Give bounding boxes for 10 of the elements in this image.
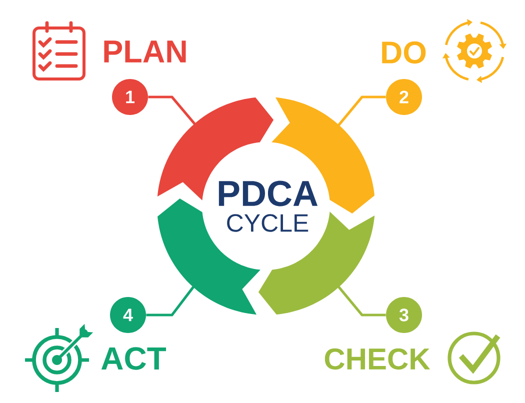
step-label: PLAN: [104, 40, 186, 62]
leader-line: [148, 96, 198, 127]
step-label: CHECK: [324, 348, 430, 370]
leader-line: [146, 284, 196, 316]
leader-line: [336, 96, 386, 128]
leader-line: [336, 284, 386, 316]
heading: PDCA: [218, 180, 318, 206]
step-label: ACT: [101, 347, 166, 370]
subheading: CYCLE: [227, 214, 308, 232]
step-label: DO: [382, 41, 426, 64]
